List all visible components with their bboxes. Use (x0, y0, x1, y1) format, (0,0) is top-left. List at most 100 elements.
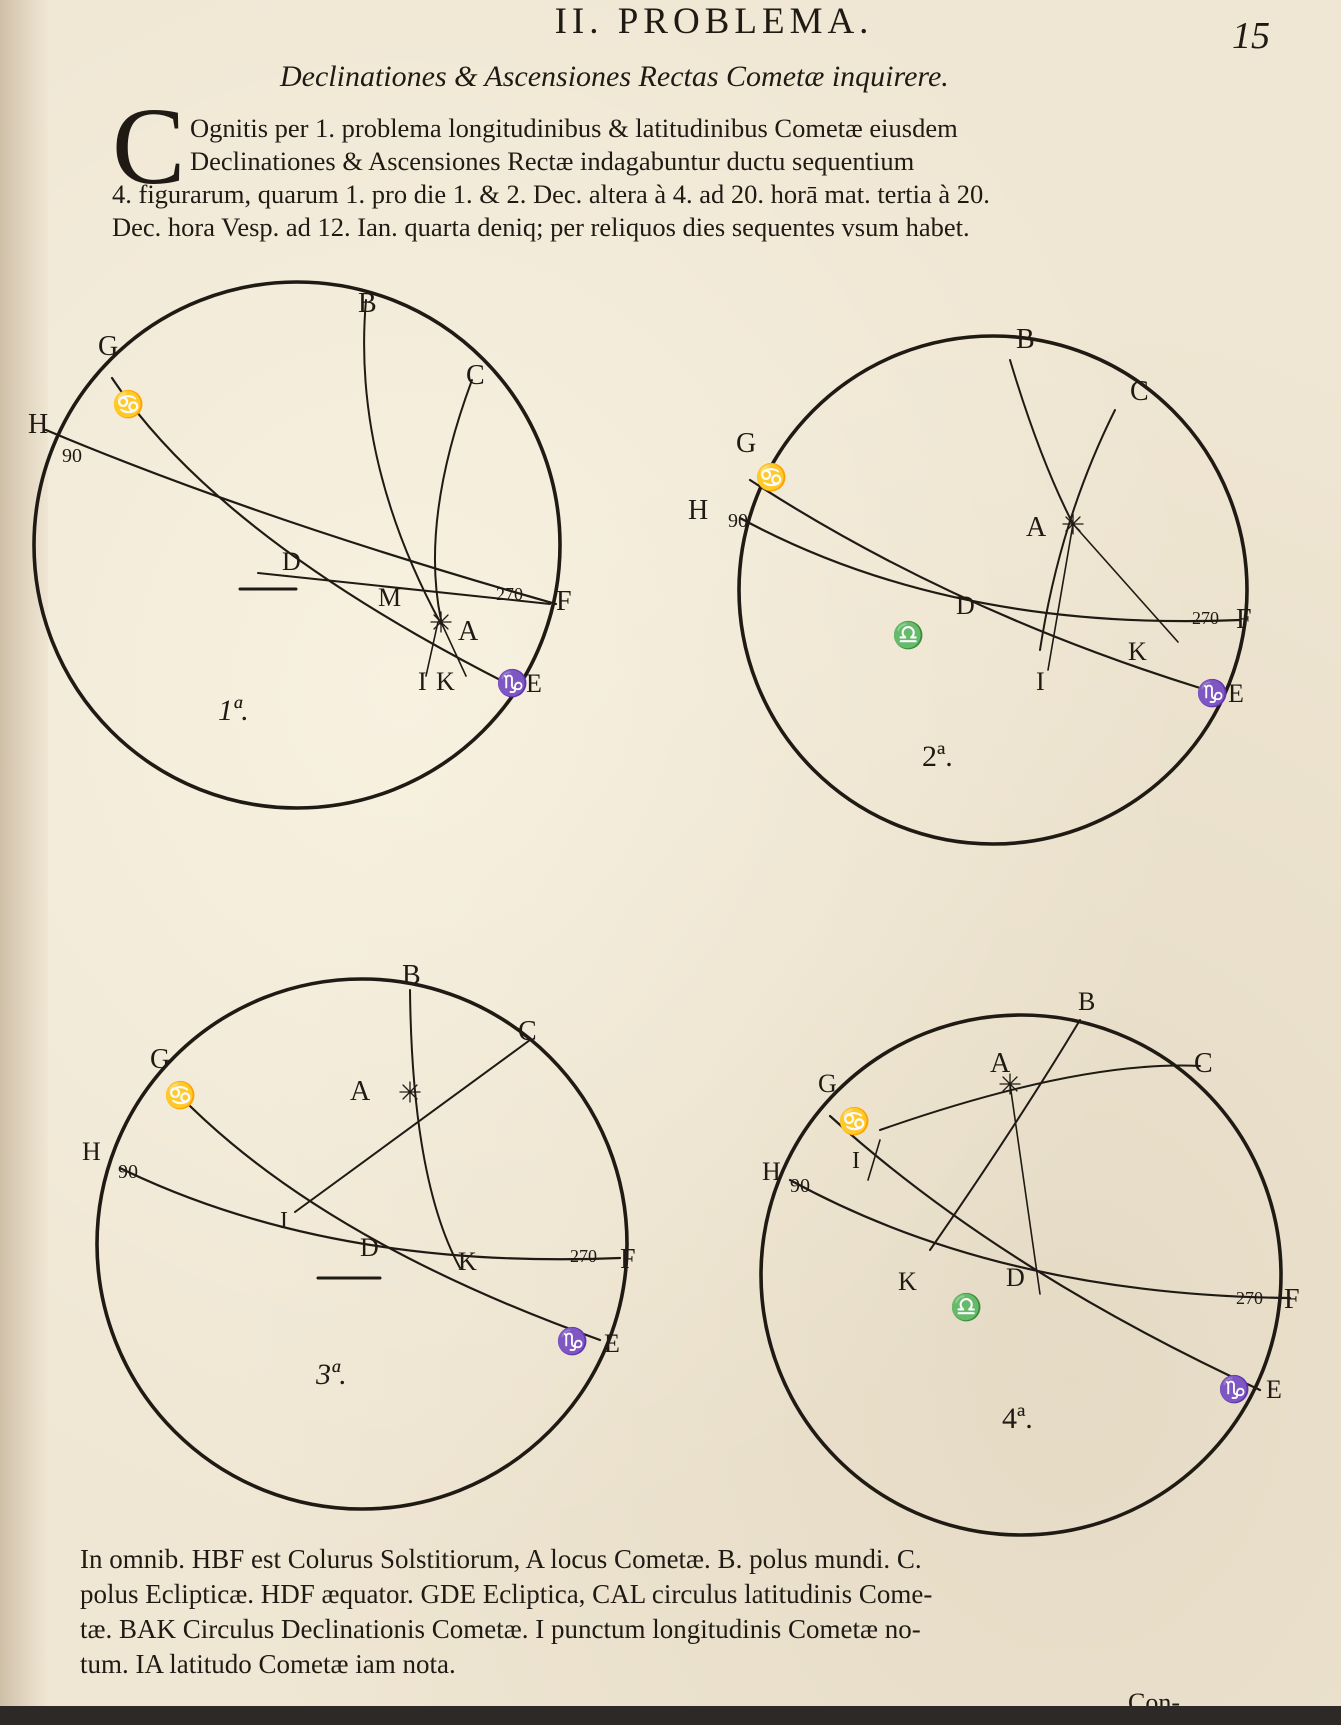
fig2-label-f: F (1236, 604, 1252, 635)
fig1-label-e: E (526, 669, 542, 698)
fig2-label-h: H (688, 495, 708, 526)
fig1-label-f: F (556, 586, 572, 617)
fig3-number-label: 3ª. (315, 1358, 347, 1391)
fig3-label-e: E (604, 1329, 620, 1358)
fig3-label-b: B (402, 960, 421, 991)
figure-caption: In omnib. HBF est Colurus Solstitiorum, … (80, 1542, 1220, 1682)
fig1-label-c: C (466, 360, 485, 391)
figure-1-ecliptic (110, 376, 522, 692)
fig3-degree-90: 90 (118, 1161, 138, 1183)
figure-1-segment-ai (425, 621, 439, 677)
figure-1-meridian-b (363, 299, 442, 625)
fig3-label-h: H (82, 1137, 101, 1166)
fig3-label-a: A (350, 1076, 371, 1107)
figure-2-ecliptic (748, 478, 1202, 690)
fig1-label-a: A (458, 616, 479, 647)
figure-1 (32, 280, 562, 810)
fig2-capricorn-sign: ♑ (1196, 678, 1228, 708)
fig4-capricorn-sign: ♑ (1218, 1374, 1250, 1404)
fig3-label-d: D (360, 1233, 379, 1262)
fig1-label-k: K (436, 667, 455, 696)
intro-paragraph: Ognitis per 1. problema longitudinibus &… (112, 112, 1242, 244)
fig2-label-g: G (736, 428, 756, 459)
figure-3-meridian-b (409, 989, 461, 1269)
figure-1-meridian-c (434, 379, 473, 621)
caption-line: tæ. BAK Circulus Declinationis Cometæ. I… (80, 1614, 921, 1644)
figure-4-circle (759, 1013, 1283, 1537)
fig2-cancer-sign: ♋ (755, 462, 787, 492)
fig4-label-i: I (852, 1148, 860, 1174)
figure-4-equator (788, 1178, 1292, 1300)
intro-line: Declinationes & Ascensiones Rectæ indaga… (190, 146, 915, 176)
figure-2-segment-ai (1047, 523, 1074, 671)
fig2-label-c: C (1130, 376, 1149, 407)
figure-3-ecliptic (176, 1092, 602, 1342)
page-header-title: II. PROBLEMA. (554, 1, 874, 42)
caption-line: polus Eclipticæ. HDF æquator. GDE Eclipt… (80, 1579, 933, 1609)
fig4-degree-270: 270 (1236, 1288, 1263, 1308)
figure-1-line-df (257, 572, 551, 605)
fig4-degree-90: 90 (790, 1175, 810, 1197)
figure-4-meridian-b (929, 1019, 1081, 1251)
fig1-degree-270: 270 (496, 584, 523, 604)
problem-subtitle: Declinationes & Ascensiones Rectas Comet… (280, 60, 949, 93)
fig4-label-d: D (1006, 1263, 1025, 1292)
fig1-label-g: G (98, 331, 118, 362)
figure-4-segment-ad (1009, 1083, 1041, 1295)
fig3-degree-270: 270 (570, 1246, 597, 1266)
fig4-label-b: B (1078, 987, 1095, 1016)
fig3-label-c: C (518, 1016, 537, 1047)
fig2-number-label: 2ª. (922, 740, 953, 773)
figure-3 (95, 977, 629, 1511)
figure-2-meridian-c (1039, 409, 1116, 651)
caption-line: tum. IA latitudo Cometæ iam nota. (80, 1649, 456, 1679)
figure-4-segment-i (867, 1139, 881, 1181)
page-number: 15 (1232, 15, 1270, 57)
fig3-label-k: K (458, 1247, 477, 1276)
scan-bottom-edge (0, 1706, 1341, 1725)
drop-capital: C (112, 85, 186, 207)
fig2-degree-270: 270 (1192, 608, 1219, 628)
fig2-label-k: K (1128, 637, 1147, 666)
fig2-label-d: D (956, 591, 975, 620)
fig1-label-d: D (282, 547, 301, 576)
fig4-cancer-sign: ♋ (838, 1106, 870, 1136)
fig2-label-a: A (1026, 512, 1047, 543)
fig4-label-k: K (898, 1267, 917, 1296)
figure-1-equator (44, 428, 558, 606)
figure-2-segment-ak (1072, 523, 1179, 643)
figure-2-meridian-b (1009, 359, 1074, 525)
fig2-label-b: B (1016, 324, 1035, 355)
figure-3-circle (95, 977, 629, 1511)
fig2-libra-sign: ♎ (892, 620, 924, 650)
fig4-label-g: G (818, 1069, 837, 1098)
figure-4 (759, 1013, 1292, 1537)
fig3-label-g: G (150, 1044, 170, 1075)
fig3-cancer-sign: ♋ (164, 1080, 196, 1110)
figure-2 (737, 334, 1249, 846)
figure-3-equator (118, 1166, 622, 1261)
intro-line: Dec. hora Vesp. ad 12. Ian. quarta deniq… (112, 212, 970, 242)
fig1-capricorn-sign: ♑ (496, 668, 528, 698)
fig1-label-m: M (378, 583, 401, 612)
fig1-label-h: H (28, 409, 48, 440)
fig1-degree-90: 90 (62, 445, 82, 467)
fig4-label-c: C (1194, 1048, 1213, 1079)
fig1-label-b: B (358, 288, 377, 319)
page-gutter (0, 0, 48, 1725)
caption-line: In omnib. HBF est Colurus Solstitiorum, … (80, 1544, 922, 1574)
figure-4-meridian-c (879, 1064, 1201, 1131)
fig1-label-i: I (418, 667, 427, 696)
intro-line: 4. figurarum, quarum 1. pro die 1. & 2. … (112, 179, 990, 209)
figure-3-meridian-c (294, 1039, 531, 1213)
figure-2-equator (738, 516, 1242, 623)
fig3-capricorn-sign: ♑ (556, 1326, 588, 1356)
fig4-libra-sign: ♎ (950, 1292, 982, 1322)
fig4-label-h: H (762, 1157, 781, 1186)
fig3-label-f: F (620, 1244, 636, 1275)
figure-1-circle (32, 280, 562, 810)
fig4-label-e: E (1266, 1375, 1282, 1404)
fig4-label-f: F (1284, 1284, 1300, 1315)
fig2-degree-90: 90 (728, 510, 748, 532)
